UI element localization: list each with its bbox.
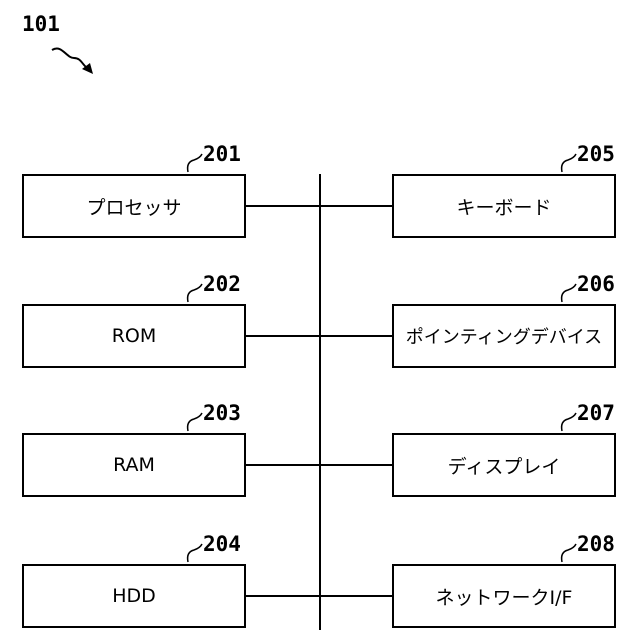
leader-203 <box>188 413 202 431</box>
network-interface-block: ネットワークI/F <box>392 564 616 628</box>
leader-202 <box>188 284 202 302</box>
leader-207 <box>562 413 576 431</box>
ref-label-205: 205 <box>577 142 615 166</box>
leader-206 <box>562 284 576 302</box>
ref-label-208: 208 <box>577 532 615 556</box>
leader-205 <box>562 154 576 172</box>
pointing-device-block: ポインティングデバイス <box>392 304 616 368</box>
ref-label-204: 204 <box>203 532 241 556</box>
hdd-block: HDD <box>22 564 246 628</box>
leader-208 <box>562 544 576 562</box>
ref-label-203: 203 <box>203 401 241 425</box>
display-block: ディスプレイ <box>392 433 616 497</box>
ram-block: RAM <box>22 433 246 497</box>
keyboard-block: キーボード <box>392 174 616 238</box>
ref-label-201: 201 <box>203 142 241 166</box>
processor-block: プロセッサ <box>22 174 246 238</box>
figure-leader-arrow <box>52 49 90 70</box>
leader-201 <box>188 154 202 172</box>
ref-label-207: 207 <box>577 401 615 425</box>
leader-204 <box>188 544 202 562</box>
rom-block: ROM <box>22 304 246 368</box>
figure-label: 101 <box>22 12 60 36</box>
ref-label-206: 206 <box>577 272 615 296</box>
ref-label-202: 202 <box>203 272 241 296</box>
